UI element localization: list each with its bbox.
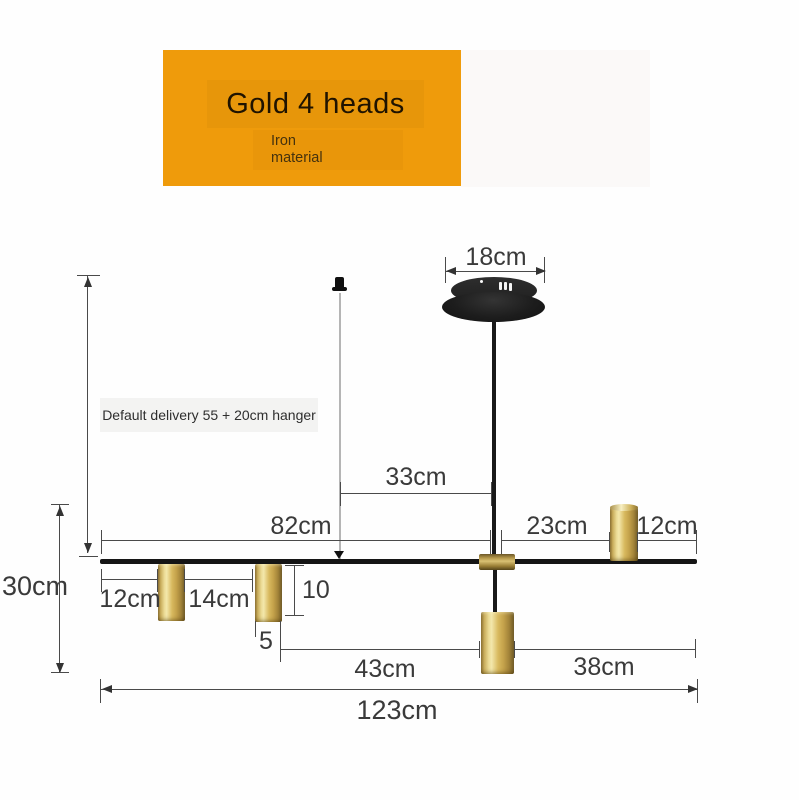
dim-tick	[184, 569, 185, 592]
arrow-up-icon	[56, 506, 64, 516]
dim-line-spot-drop	[294, 566, 295, 616]
dim-tick	[637, 532, 638, 552]
material-line-2: material	[271, 149, 323, 166]
dim-label-spot2-to-center: 43cm	[354, 655, 416, 683]
dim-label-total-length: 123cm	[356, 695, 438, 725]
dim-line-end-to-spot1	[102, 579, 158, 580]
dim-line-drop-height	[87, 276, 88, 553]
dim-line-wire-offset	[341, 493, 492, 494]
arrow-right-icon	[536, 267, 546, 275]
canopy-vent-slot	[509, 283, 512, 291]
dim-tick	[280, 621, 281, 662]
dim-line-spot3-to-end	[638, 540, 696, 541]
ceiling-canopy-base	[442, 292, 545, 322]
variant-title-band: Gold 4 heads	[207, 80, 424, 128]
dim-line-fixture-height	[59, 505, 60, 673]
canopy-vent-slot	[504, 282, 507, 290]
arrow-left-icon	[102, 685, 112, 693]
wire-bar-connector	[334, 551, 344, 559]
material-label: Iron material	[271, 133, 323, 166]
arrow-down-icon	[84, 543, 92, 553]
dim-tick	[100, 679, 101, 703]
dim-tick	[491, 482, 492, 506]
dim-label-canopy-width: 18cm	[465, 243, 527, 271]
spotlight-1	[158, 564, 185, 621]
dim-label-center-to-spot3: 23cm	[526, 512, 588, 540]
dim-label-spot1-to-spot2: 14cm	[188, 585, 250, 613]
material-line-1: Iron	[271, 133, 296, 149]
dim-label-wire-offset: 33cm	[385, 463, 447, 491]
canopy-vent-slot	[499, 282, 502, 290]
dim-label-end-to-spot1: 12cm	[99, 585, 161, 613]
hanging-wire	[339, 293, 341, 561]
arrow-down-icon	[56, 663, 64, 673]
arrow-up-icon	[84, 277, 92, 287]
dim-tick	[157, 569, 158, 592]
dim-label-fixture-height: 30cm	[2, 571, 69, 601]
dim-tick	[514, 641, 515, 658]
dim-line-center-to-spot3	[502, 540, 610, 541]
tag-side-panel	[461, 50, 650, 187]
dim-tick	[285, 565, 304, 566]
arrow-left-icon	[446, 267, 456, 275]
dim-tick	[77, 275, 100, 276]
horizontal-bar	[100, 559, 697, 564]
dim-line-spot2-to-center	[281, 649, 480, 650]
canopy-screw	[480, 280, 483, 283]
dim-tick	[51, 672, 69, 673]
dim-line-center-to-end	[515, 649, 696, 650]
dim-tick	[252, 569, 253, 592]
dim-tick	[340, 482, 341, 506]
dim-tick	[79, 556, 98, 557]
wire-fitting-flange	[332, 287, 347, 291]
dim-tick	[285, 615, 304, 616]
variant-title: Gold 4 heads	[226, 87, 405, 120]
delivery-note: Default delivery 55 + 20cm hanger	[100, 398, 318, 432]
spotlight-4-center	[481, 612, 514, 674]
dim-line-canopy-width	[446, 271, 545, 272]
variant-tag: Gold 4 heads Iron material	[163, 50, 461, 186]
lower-stem	[493, 563, 497, 614]
spotlight-3-top-cap	[610, 504, 638, 511]
dim-tick	[101, 569, 102, 592]
dim-label-left-section: 82cm	[270, 512, 332, 540]
dim-tick	[445, 257, 446, 283]
dim-tick	[51, 504, 69, 505]
center-stem	[492, 304, 496, 560]
dim-tick	[609, 532, 610, 552]
dim-tick	[696, 530, 697, 554]
material-band	[253, 130, 403, 170]
arrow-right-icon	[688, 685, 698, 693]
dim-tick	[479, 641, 480, 658]
dim-line-total-length	[101, 689, 698, 690]
dim-tick	[695, 639, 696, 658]
dim-tick	[255, 621, 256, 637]
dim-line-spot1-to-spot2	[185, 579, 253, 580]
dim-tick	[490, 530, 491, 554]
dim-label-spot-width: 5	[259, 627, 273, 655]
spotlight-2	[255, 564, 282, 622]
center-brass-connector	[479, 554, 515, 570]
dim-label-spot3-to-end: 12cm	[636, 512, 698, 540]
dim-tick	[101, 530, 102, 554]
spotlight-3-upward	[610, 504, 638, 561]
dim-label-center-to-end: 38cm	[573, 653, 635, 681]
dim-tick	[501, 530, 502, 554]
wire-ceiling-fitting	[335, 277, 344, 289]
dim-line-left-section	[102, 540, 491, 541]
dim-label-spot-drop: 10	[302, 576, 330, 604]
